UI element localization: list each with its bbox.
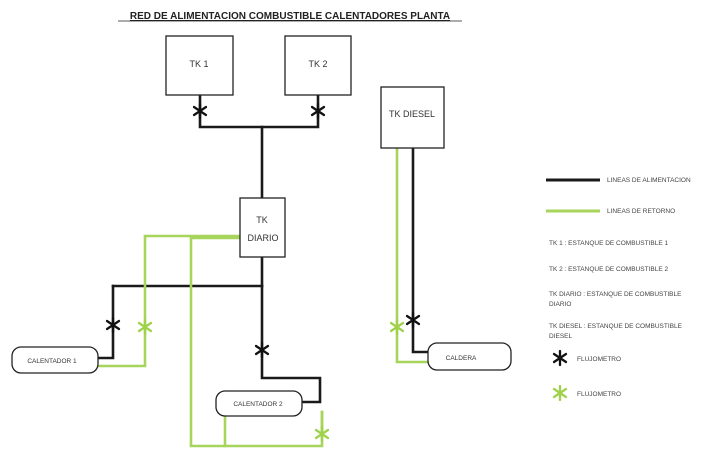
flowmeter-tk2	[310, 102, 326, 120]
tk-diario-box	[239, 197, 286, 258]
calentador-2-label: CALENTADOR 2	[233, 401, 283, 408]
legend-flowmeter-black-label: FLUJOMETRO	[577, 356, 621, 363]
legend-flowmeter-black-icon	[552, 349, 568, 367]
tk-diario-tank: TK DIARIO	[239, 197, 286, 258]
tk1-tank: TK 1	[165, 35, 234, 96]
feed-line-caldera	[411, 146, 434, 354]
legend-feed-label: LINEAS DE ALIMENTACION	[607, 177, 691, 184]
tk2-tank: TK 2	[284, 35, 352, 96]
diagram-title: RED DE ALIMENTACION COMBUSTIBLE CALENTAD…	[130, 11, 450, 22]
calentador-1: CALENTADOR 1	[11, 346, 99, 374]
legend-tk-diario-desc-1: TK DIARIO : ESTANQUE DE COMBUSTIBLE	[549, 291, 682, 298]
calentador-2: CALENTADOR 2	[215, 390, 303, 417]
calentador-2-box	[215, 390, 303, 417]
flowmeter-return-calentador-1	[137, 318, 153, 336]
tk-diario-label-line1: TK	[256, 215, 268, 225]
tk1-label: TK 1	[189, 59, 208, 69]
legend-tk2-desc: TK 2 : ESTANQUE DE COMBUSTIBLE 2	[549, 266, 668, 273]
caldera-label: CALDERA	[446, 355, 477, 362]
legend-return-label: LINEAS DE RETORNO	[607, 208, 675, 215]
tk-diesel-box	[380, 86, 445, 149]
flowmeter-return-calentador-2	[314, 425, 330, 443]
tk2-box	[284, 35, 352, 96]
flowmeter-caldera	[405, 311, 421, 329]
legend-flowmeter-green-label: FLUJOMETRO	[577, 391, 621, 398]
legend-flowmeter-green-icon	[552, 384, 568, 402]
tk1-box	[165, 35, 234, 96]
flowmeter-calentador-2	[254, 341, 270, 359]
return-line-caldera	[395, 146, 434, 364]
flowmeter-calentador-1	[105, 316, 121, 334]
tk2-label: TK 2	[308, 59, 327, 69]
legend-tk1-desc: TK 1 : ESTANQUE DE COMBUSTIBLE 1	[549, 240, 668, 247]
flowmeter-tk1	[192, 102, 208, 120]
tk-diesel-tank: TK DIESEL	[380, 86, 445, 149]
legend-tk-diesel-desc-1: TK DIESEL : ESTANQUE DE COMBUSTIBLE	[549, 323, 683, 330]
caldera-box	[427, 342, 512, 371]
return-line-calentador-1	[95, 234, 242, 368]
flowmeter-return-caldera	[389, 318, 405, 336]
legend-tk-diario-desc-2: DIARIO	[549, 301, 571, 308]
legend-tk-diesel-desc-2: DIESEL	[549, 333, 573, 340]
return-line-calentador-2-c	[189, 236, 242, 448]
legend: LINEAS DE ALIMENTACION LINEAS DE RETORNO…	[546, 177, 691, 402]
feed-line-calentador-1	[95, 284, 115, 360]
tk-diario-label-line2: DIARIO	[247, 233, 278, 243]
feed-line-tanks-header	[198, 93, 320, 129]
calentador-1-label: CALENTADOR 1	[27, 358, 77, 365]
caldera: CALDERA	[427, 342, 512, 371]
calentador-1-box	[11, 346, 99, 374]
tk-diesel-label: TK DIESEL	[389, 109, 435, 119]
feed-line-calentador-2	[260, 284, 322, 404]
